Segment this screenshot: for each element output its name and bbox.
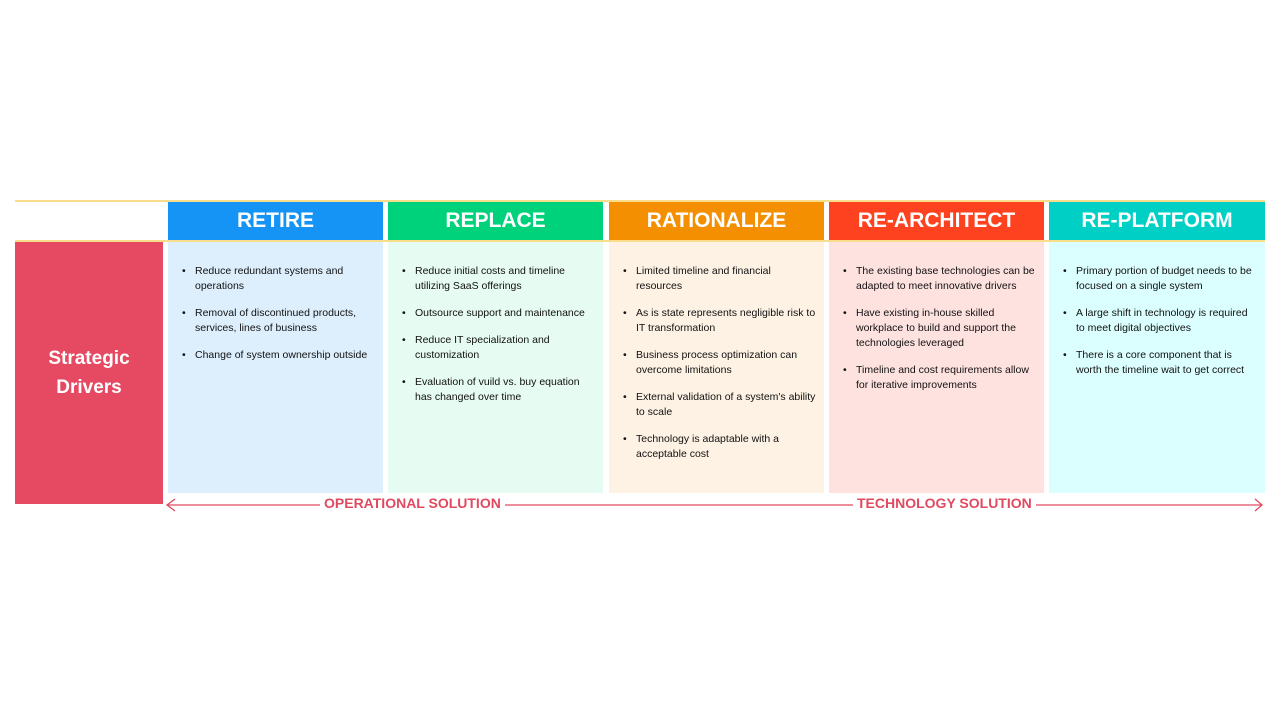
top-divider [15, 200, 1265, 202]
strategic-drivers-label: Strategic Drivers [15, 242, 163, 504]
header-divider [15, 240, 1265, 242]
technology-solution-label: TECHNOLOGY SOLUTION [853, 495, 1036, 511]
list-item: As is state represents negligible risk t… [623, 306, 816, 336]
column-header-re-architect: RE-ARCHITECT [829, 202, 1044, 240]
list-item: External validation of a system's abilit… [623, 390, 816, 420]
list-item: Outsource support and maintenance [402, 306, 595, 321]
list-item: Reduce redundant systems and operations [182, 264, 375, 294]
bullet-list: Reduce initial costs and timeline utiliz… [396, 264, 595, 405]
bullet-list: The existing base technologies can be ad… [837, 264, 1036, 393]
list-item: Timeline and cost requirements allow for… [843, 363, 1036, 393]
column-header-retire: RETIRE [168, 202, 383, 240]
list-item: Technology is adaptable with a acceptabl… [623, 432, 816, 462]
column-header-re-platform: RE-PLATFORM [1049, 202, 1265, 240]
list-item: Evaluation of vuild vs. buy equation has… [402, 375, 595, 405]
list-item: Change of system ownership outside [182, 348, 375, 363]
column-body-re-architect: The existing base technologies can be ad… [829, 242, 1044, 493]
list-item: Primary portion of budget needs to be fo… [1063, 264, 1257, 294]
bullet-list: Primary portion of budget needs to be fo… [1057, 264, 1257, 378]
list-item: Have existing in-house skilled workplace… [843, 306, 1036, 351]
list-item: Removal of discontinued products, servic… [182, 306, 375, 336]
list-item: The existing base technologies can be ad… [843, 264, 1036, 294]
column-body-retire: Reduce redundant systems and operationsR… [168, 242, 383, 493]
list-item: There is a core component that is worth … [1063, 348, 1257, 378]
list-item: Business process optimization can overco… [623, 348, 816, 378]
list-item: Reduce initial costs and timeline utiliz… [402, 264, 595, 294]
list-item: Limited timeline and financial resources [623, 264, 816, 294]
list-item: Reduce IT specialization and customizati… [402, 333, 595, 363]
column-header-rationalize: RATIONALIZE [609, 202, 824, 240]
column-body-replace: Reduce initial costs and timeline utiliz… [388, 242, 603, 493]
column-body-re-platform: Primary portion of budget needs to be fo… [1049, 242, 1265, 493]
list-item: A large shift in technology is required … [1063, 306, 1257, 336]
bullet-list: Limited timeline and financial resources… [617, 264, 816, 462]
row-label-text: Strategic Drivers [48, 348, 130, 398]
column-header-replace: REPLACE [388, 202, 603, 240]
column-body-rationalize: Limited timeline and financial resources… [609, 242, 824, 493]
bullet-list: Reduce redundant systems and operationsR… [176, 264, 375, 363]
operational-solution-label: OPERATIONAL SOLUTION [320, 495, 505, 511]
